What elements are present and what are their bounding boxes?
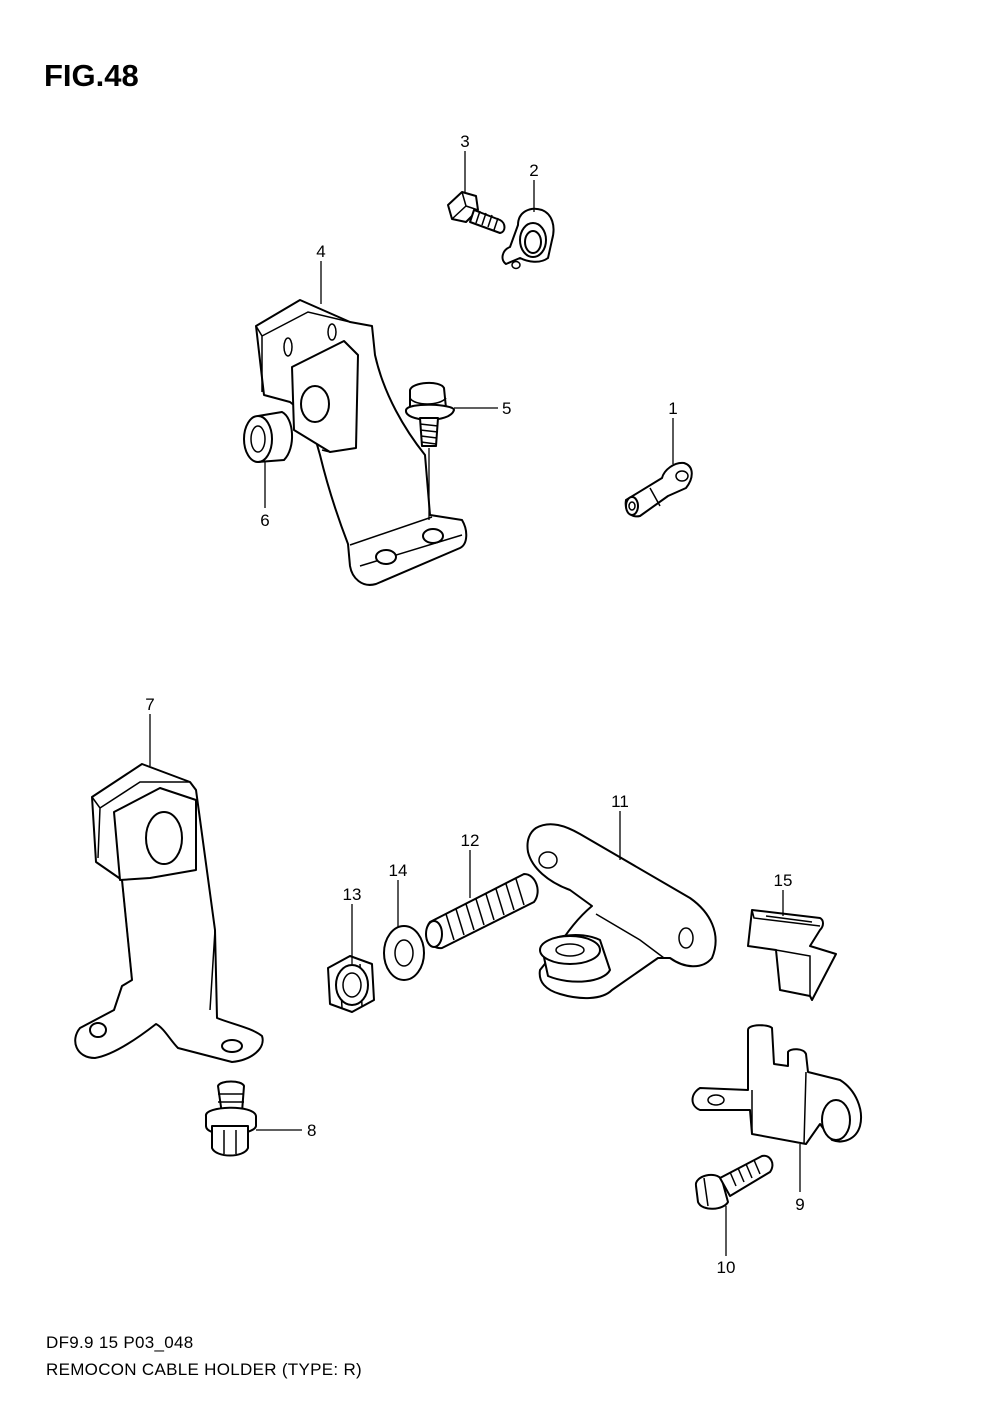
callout-14: 14 — [389, 861, 408, 880]
part-14-washer[interactable] — [383, 925, 425, 981]
callout-9: 9 — [795, 1195, 804, 1214]
part-7-bracket[interactable] — [74, 763, 264, 1063]
part-13-nut[interactable] — [327, 955, 375, 1013]
leader-lines — [149, 151, 801, 1256]
callout-10: 10 — [717, 1258, 736, 1277]
callout-12: 12 — [461, 831, 480, 850]
part-4-bracket[interactable] — [255, 299, 468, 586]
diagram-name: REMOCON CABLE HOLDER (TYPE: R) — [46, 1360, 362, 1379]
callout-6: 6 — [260, 511, 269, 530]
callout-5: 5 — [502, 399, 511, 418]
part-12-stud[interactable] — [425, 873, 539, 950]
callout-2: 2 — [529, 161, 538, 180]
part-9-bracket[interactable] — [691, 1024, 862, 1145]
figure-title: FIG.48 — [44, 58, 139, 93]
callout-15: 15 — [774, 871, 793, 890]
callout-13: 13 — [343, 885, 362, 904]
callout-11: 11 — [611, 792, 629, 811]
part-2-clamp[interactable] — [501, 207, 555, 270]
callout-3: 3 — [460, 132, 469, 151]
part-8-bolt[interactable] — [205, 1080, 257, 1157]
part-5-bolt[interactable] — [405, 382, 455, 520]
callout-4: 4 — [316, 242, 325, 261]
diagram-code: DF9.9 15 P03_048 — [46, 1333, 194, 1352]
callout-1: 1 — [668, 399, 677, 418]
part-11-bracket[interactable] — [526, 823, 717, 1000]
callout-7: 7 — [145, 695, 154, 714]
part-10-bolt[interactable] — [694, 1154, 774, 1210]
part-3-bolt[interactable] — [447, 191, 506, 234]
part-6-grommet[interactable] — [243, 411, 293, 463]
part-15-clip[interactable] — [747, 909, 837, 1001]
part-1-terminal[interactable] — [624, 461, 693, 518]
callout-labels: 1 2 3 4 5 6 7 8 9 10 11 12 13 14 15 — [145, 132, 804, 1277]
callout-8: 8 — [307, 1121, 316, 1140]
